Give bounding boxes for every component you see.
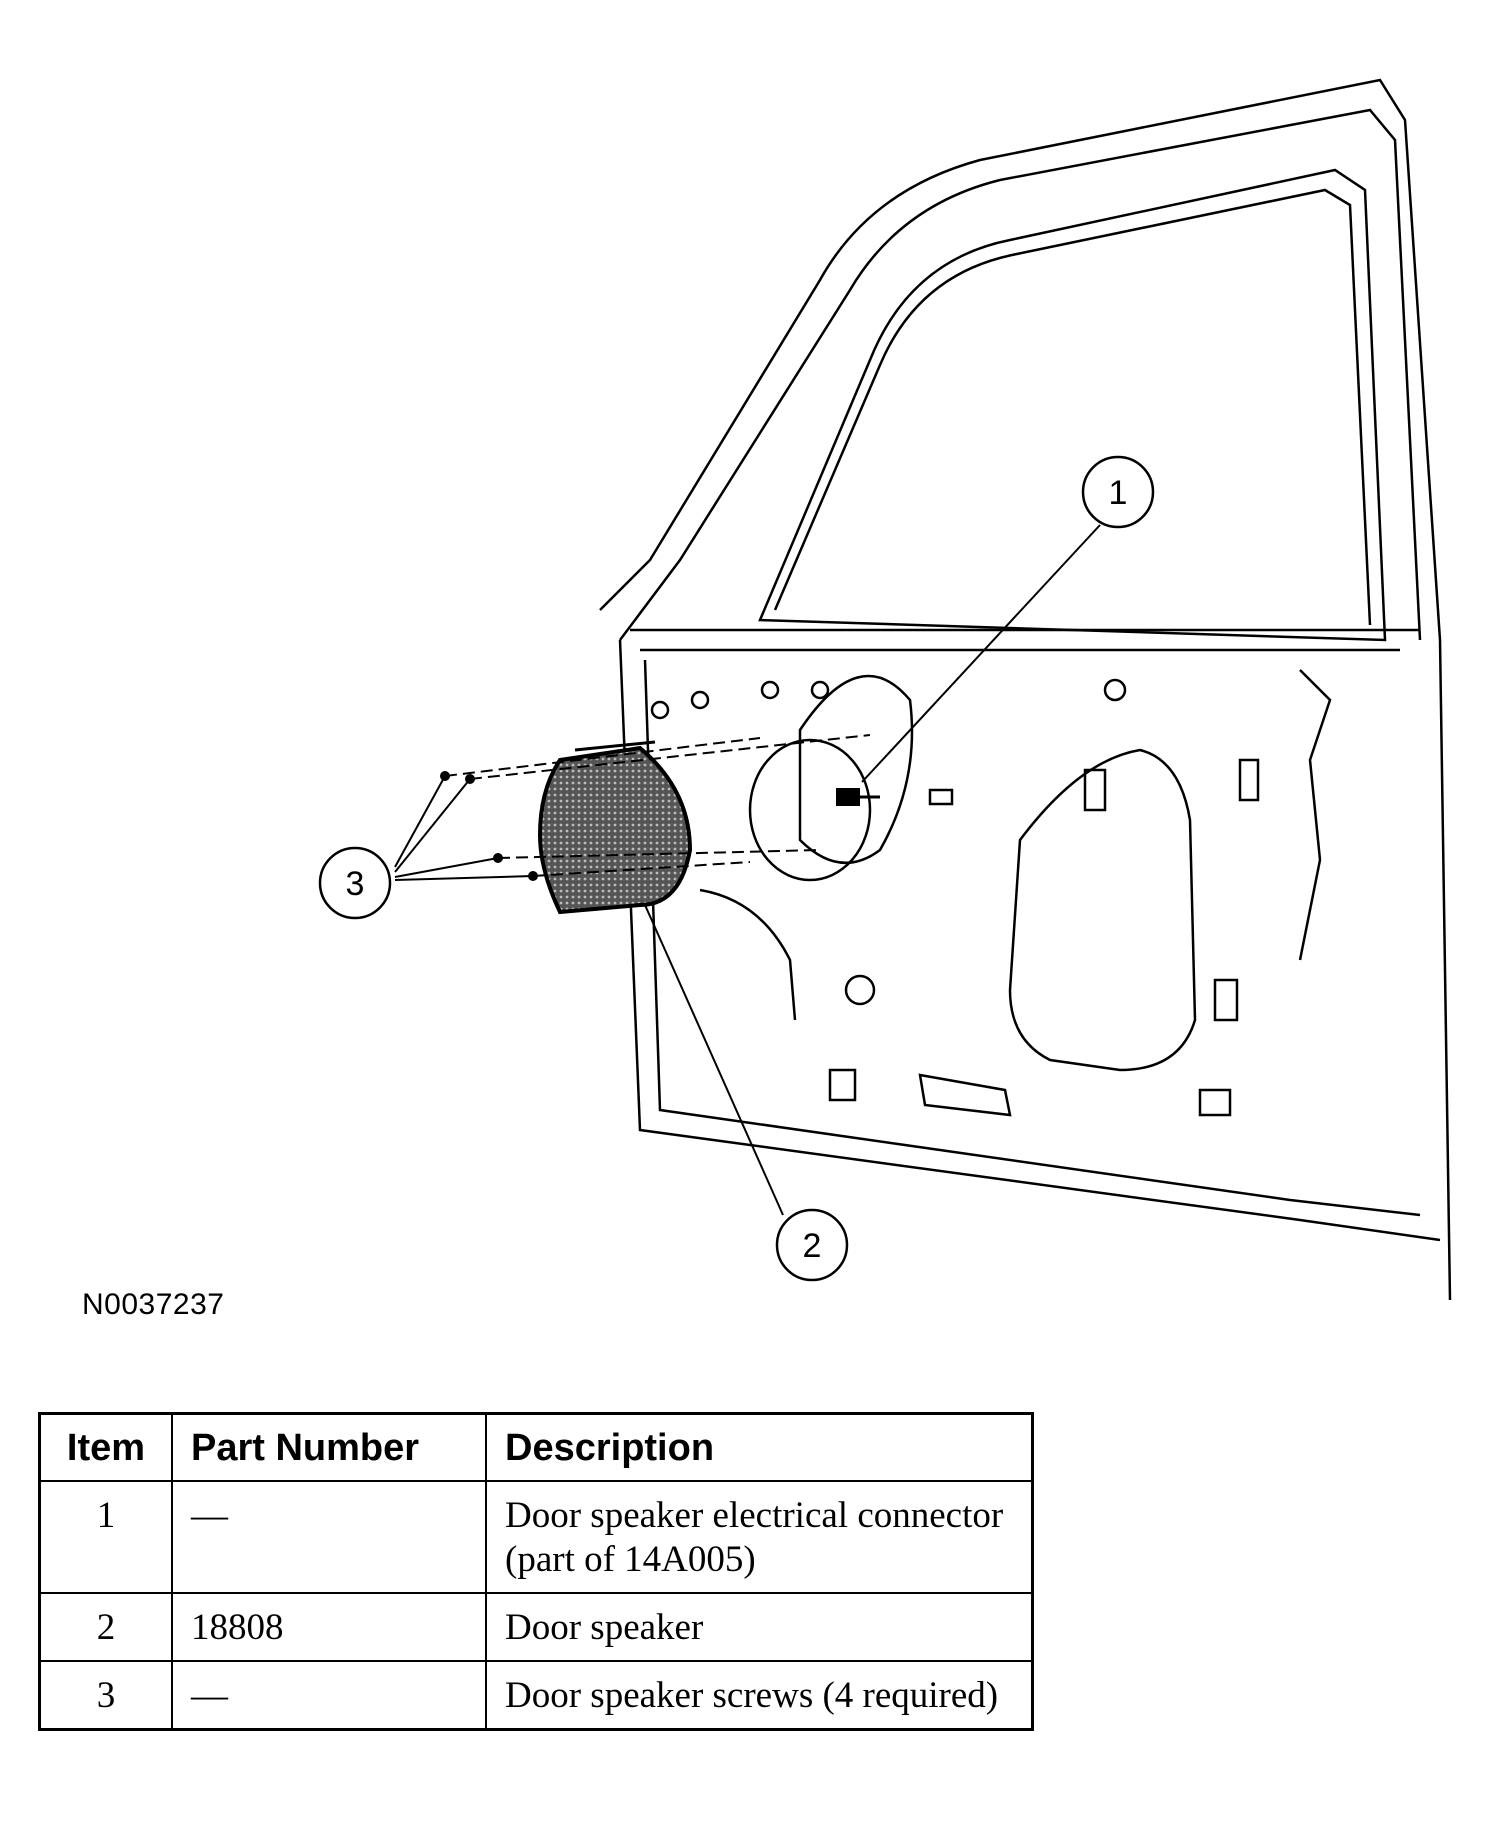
speaker-part <box>537 740 693 915</box>
svg-text:3: 3 <box>346 865 365 903</box>
leader-lines <box>394 524 1101 1216</box>
header-description: Description <box>485 1412 1034 1482</box>
cell-description: Door speaker screws (4 required) <box>485 1660 1034 1731</box>
connector-part <box>836 788 880 806</box>
cell-item: 1 <box>38 1480 173 1594</box>
cell-item: 3 <box>38 1660 173 1731</box>
speaker-mount-opening <box>748 738 872 882</box>
cell-part-number: — <box>171 1660 487 1731</box>
callout-3: 3 <box>318 846 392 920</box>
cell-description: Door speaker <box>485 1592 1034 1662</box>
door-speaker-illustration: 1 2 3 <box>318 78 1452 1300</box>
table-row: 3 — Door speaker screws (4 required) <box>38 1660 1034 1731</box>
table-header-row: Item Part Number Description <box>38 1412 1034 1482</box>
table-row: 2 18808 Door speaker <box>38 1592 1034 1662</box>
header-part-number: Part Number <box>171 1412 487 1482</box>
cell-description: Door speaker electrical connector (part … <box>485 1480 1034 1594</box>
cell-part-number: 18808 <box>171 1592 487 1662</box>
callout-2: 2 <box>775 1208 849 1282</box>
parts-table: Item Part Number Description 1 — Door sp… <box>38 1412 1034 1731</box>
header-item: Item <box>38 1412 173 1482</box>
cell-part-number: — <box>171 1480 487 1594</box>
svg-text:2: 2 <box>803 1227 822 1265</box>
table-row: 1 — Door speaker electrical connector (p… <box>38 1480 1034 1594</box>
svg-text:1: 1 <box>1109 474 1128 512</box>
door-frame <box>599 78 1452 1300</box>
figure-id: N0037237 <box>82 1288 225 1321</box>
cell-item: 2 <box>38 1592 173 1662</box>
callout-1: 1 <box>1081 455 1155 529</box>
